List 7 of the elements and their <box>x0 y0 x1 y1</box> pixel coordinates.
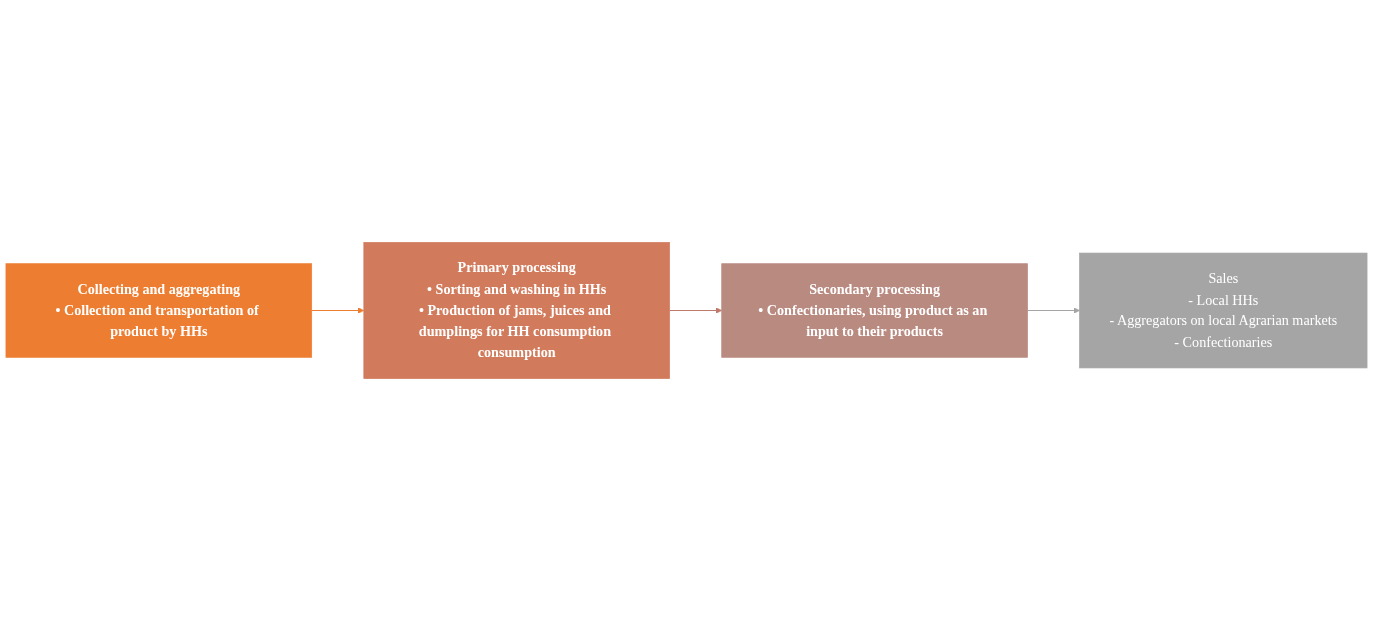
node-box <box>363 242 670 379</box>
arrow <box>311 307 365 314</box>
node-box <box>721 263 1028 358</box>
arrow <box>1026 307 1080 314</box>
node-box <box>1079 252 1368 369</box>
arrow <box>669 307 723 314</box>
node-box <box>5 263 313 358</box>
